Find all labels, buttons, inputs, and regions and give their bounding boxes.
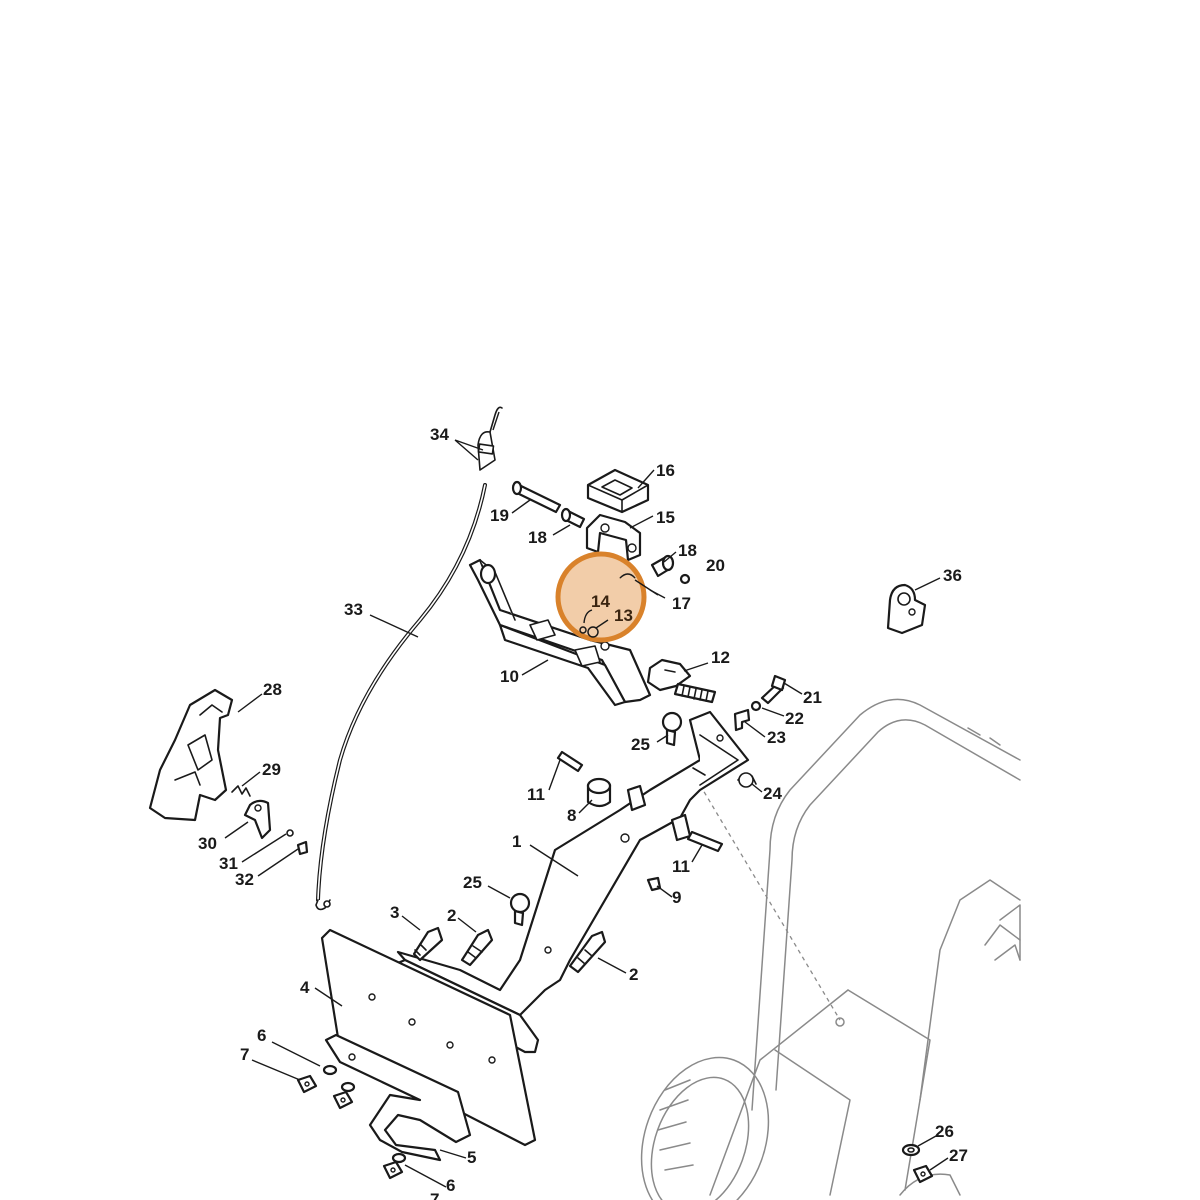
nut-7b [332, 1090, 354, 1110]
callout-22: 22 [785, 709, 804, 728]
machine-frame-ghost [640, 698, 1021, 1200]
bracket-5 [324, 1033, 472, 1162]
stud-2-left [460, 928, 494, 967]
callout-17: 17 [672, 594, 691, 613]
knob-25-lower [509, 892, 531, 927]
spring-24 [737, 772, 757, 788]
washer-6a [322, 1064, 338, 1076]
washer-6b [340, 1081, 356, 1093]
callout-28: 28 [263, 680, 282, 699]
washer-31 [286, 829, 294, 837]
callout-8: 8 [567, 806, 576, 825]
callout-18-upper: 18 [528, 528, 547, 547]
callout-13: 13 [614, 606, 633, 625]
callout-36: 36 [943, 566, 962, 585]
screw-21 [760, 674, 787, 705]
callout-20: 20 [706, 556, 725, 575]
callout-26: 26 [935, 1122, 954, 1141]
stud-2-right [568, 930, 607, 974]
rod-11-upper [556, 750, 584, 773]
callout-labels: 34 16 19 15 18 18 20 17 14 13 36 33 12 1… [198, 425, 968, 1200]
washer-22 [750, 700, 762, 712]
nut-27 [912, 1164, 934, 1184]
callout-2-left: 2 [447, 906, 456, 925]
callout-4: 4 [300, 978, 310, 997]
callout-5: 5 [467, 1148, 476, 1167]
leader-lines [224, 439, 949, 1188]
spring-29 [231, 785, 251, 797]
callout-12: 12 [711, 648, 730, 667]
screw-9 [646, 876, 662, 892]
control-cable [315, 406, 503, 911]
washer-6c [391, 1152, 407, 1164]
pin-18-lower [650, 554, 675, 578]
lever-30 [243, 799, 272, 840]
callout-23: 23 [767, 728, 786, 747]
callout-21: 21 [803, 688, 822, 707]
callout-25-lower: 25 [463, 873, 482, 892]
callout-2-right: 2 [629, 965, 638, 984]
callout-33: 33 [344, 600, 363, 619]
screw-32 [296, 840, 309, 856]
callout-19: 19 [490, 506, 509, 525]
nut-7c [382, 1160, 404, 1180]
knob-25-upper [661, 711, 683, 747]
callout-27: 27 [949, 1146, 968, 1165]
callout-34: 34 [430, 425, 449, 444]
latch-16 [586, 468, 650, 514]
pin-18-upper [560, 507, 586, 529]
bracket-10 [468, 558, 652, 707]
part-36 [886, 583, 927, 635]
callout-14: 14 [591, 592, 610, 611]
callout-11-upper: 11 [527, 785, 545, 804]
nut-20 [679, 573, 691, 585]
callout-1: 1 [512, 832, 521, 851]
callout-11-lower: 11 [672, 857, 690, 876]
callout-6-upper: 6 [257, 1026, 266, 1045]
callout-9: 9 [672, 888, 681, 907]
screw-23 [733, 708, 751, 732]
callout-30: 30 [198, 834, 217, 853]
callout-31: 31 [219, 854, 238, 873]
callout-24: 24 [763, 784, 782, 803]
callout-15: 15 [656, 508, 675, 527]
washer-26 [901, 1143, 921, 1157]
cap-8 [586, 777, 612, 808]
cover-28 [148, 688, 234, 822]
rod-11-lower [686, 830, 724, 853]
nut-7a [296, 1074, 318, 1094]
pin-19 [511, 480, 562, 514]
callout-29: 29 [262, 760, 281, 779]
callout-10: 10 [500, 667, 519, 686]
callout-7-upper: 7 [240, 1045, 249, 1064]
callout-16: 16 [656, 461, 675, 480]
callout-3: 3 [390, 903, 399, 922]
bolt-3 [412, 926, 444, 962]
callout-32: 32 [235, 870, 254, 889]
callout-25-upper: 25 [631, 735, 650, 754]
callout-18-lower: 18 [678, 541, 697, 560]
callout-6-lower: 6 [446, 1176, 455, 1195]
bracket-15 [585, 513, 642, 562]
knob-12 [646, 658, 717, 704]
callout-7-lower: 7 [430, 1190, 439, 1200]
